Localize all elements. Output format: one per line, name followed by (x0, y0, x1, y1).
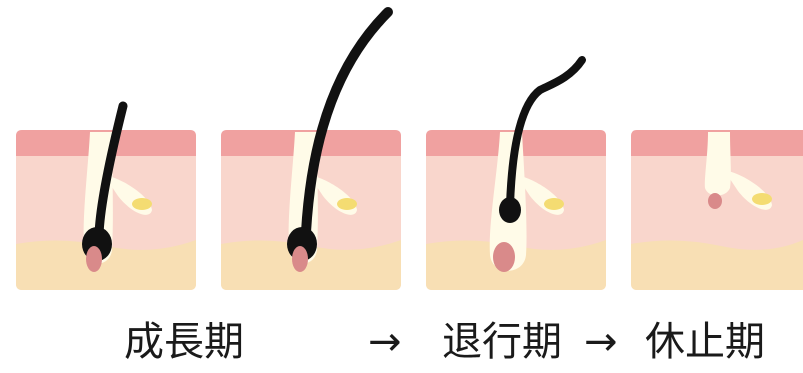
panel-growth-1 (16, 106, 196, 290)
gland-fill (544, 198, 564, 210)
gland-fill (132, 198, 152, 210)
gland-fill (337, 198, 357, 210)
caption-arrow-2: → (584, 318, 618, 366)
caption-arrow-1: → (368, 318, 402, 366)
dermal-papilla (493, 242, 515, 272)
caption-growth: 成長期 (124, 318, 244, 366)
caption-catagen: 退行期 (442, 318, 562, 366)
panel-growth-2 (221, 12, 401, 290)
dermal-papilla (292, 246, 308, 272)
panel-telogen (631, 130, 803, 290)
gland-fill (752, 193, 772, 205)
dermal-papilla (86, 246, 102, 272)
dermal-papilla (708, 193, 722, 209)
hair-cycle-illustration (0, 0, 803, 315)
panel-catagen (426, 60, 606, 290)
club-hair (499, 197, 521, 223)
caption-telogen: 休止期 (645, 318, 765, 366)
follicle (705, 132, 731, 196)
